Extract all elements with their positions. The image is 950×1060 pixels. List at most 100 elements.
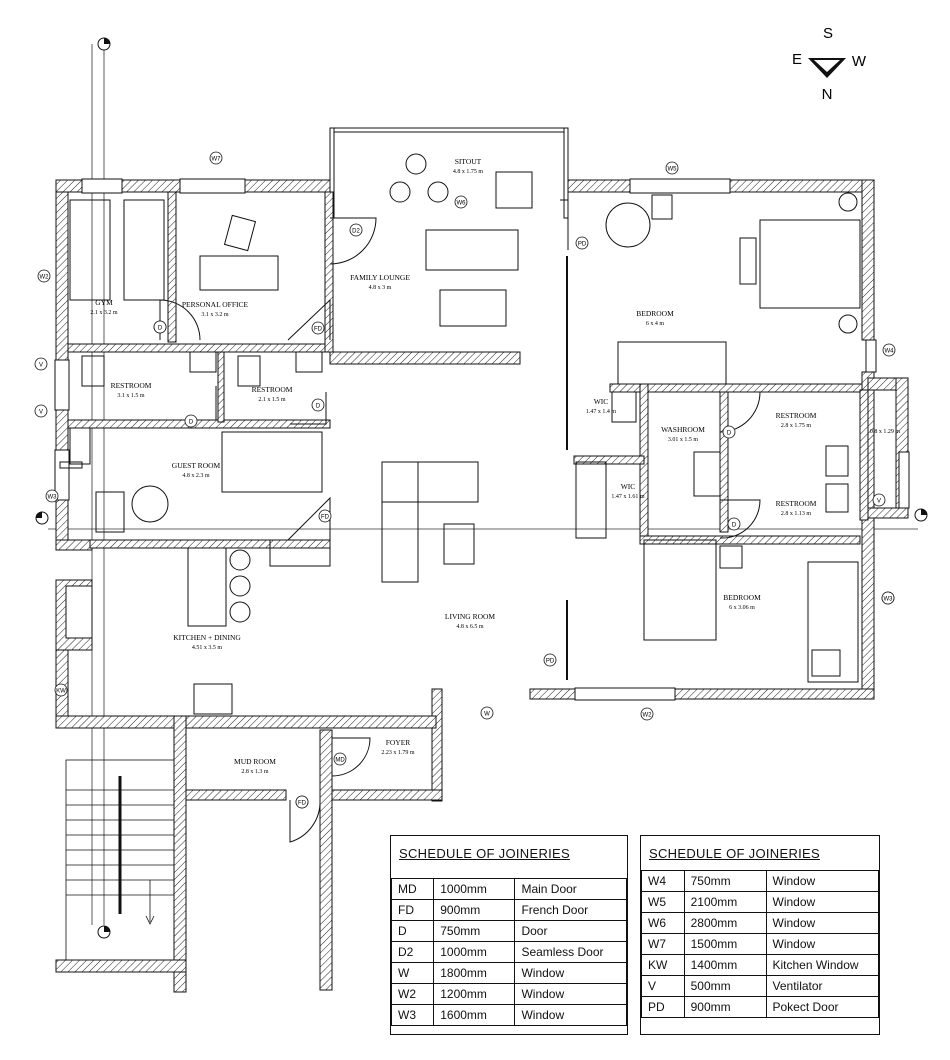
joinery-tag-label: V	[877, 499, 881, 505]
joinery-tag: FD	[318, 509, 332, 523]
schedule-type: Window	[514, 1004, 627, 1026]
room-name: PERSONAL OFFICE	[182, 300, 249, 309]
joinery-tag: PD	[543, 653, 557, 667]
door-swings	[159, 199, 761, 843]
joinery-tag: W7	[209, 151, 223, 165]
joinery-tag: D	[727, 517, 741, 531]
joinery-tag-label: W6	[457, 201, 467, 207]
schedule-width: 1500mm	[683, 933, 767, 955]
joinery-tag-label: FD	[298, 801, 307, 807]
schedule-width: 2100mm	[683, 891, 767, 913]
room-size: 2.8 x 1.75 m	[781, 423, 812, 429]
room-size: 4.8 x 1.75 m	[453, 169, 484, 175]
joinery-tag-label: PD	[546, 659, 555, 665]
schedule-width: 1000mm	[433, 878, 516, 900]
schedule-type: Main Door	[514, 878, 627, 900]
schedule-type: Seamless Door	[514, 941, 627, 963]
joinery-tag: W3	[881, 591, 895, 605]
joinery-tag: W4	[882, 343, 896, 357]
joinery-tag-label: V	[39, 363, 43, 369]
schedule-width: 1200mm	[433, 983, 516, 1005]
schedule-code: V	[641, 975, 685, 997]
schedule-width: 1000mm	[433, 941, 516, 963]
room-size: 2.8 x 1.3 m	[241, 769, 269, 775]
joinery-tag: W2	[37, 269, 51, 283]
joinery-tag-label: W2	[643, 713, 653, 719]
joinery-tag-label: W2	[40, 275, 50, 281]
joinery-tag: W5	[665, 161, 679, 175]
joinery-tag-label: MD	[335, 758, 345, 764]
schedule-type: Pokect Door	[765, 996, 879, 1018]
joinery-tag: D	[311, 398, 325, 412]
room-name: RESTROOM	[111, 381, 152, 390]
joinery-tag-label: D	[732, 523, 737, 529]
schedule-width: 750mm	[433, 920, 516, 942]
joinery-tag-label: D	[727, 431, 732, 437]
schedule-code: KW	[641, 954, 685, 976]
joinery-tag-label: W4	[885, 349, 895, 355]
schedule-right-title: SCHEDULE OF JOINERIES	[649, 846, 820, 861]
compass-s: S	[823, 25, 833, 42]
room-name: SITOUT	[455, 157, 482, 166]
schedule-type: Window	[514, 983, 627, 1005]
schedule-width: 1800mm	[433, 962, 516, 984]
joinery-tag: W6	[454, 195, 468, 209]
joinery-tag: D	[184, 414, 198, 428]
room-name: BEDROOM	[636, 309, 674, 318]
room-size: 2.1 x 1.5 m	[258, 397, 286, 403]
joinery-tags: W7W5W2D2PDFDW6W4VVDDDDFDW3FDPDKWWW2MDFDV…	[34, 151, 896, 809]
room-name: WIC	[621, 482, 636, 491]
room-size: 2.23 x 1.79 m	[381, 750, 415, 756]
joinery-tag: FD	[295, 795, 309, 809]
joinery-tag-label: W3	[884, 597, 894, 603]
schedule-width: 900mm	[683, 996, 767, 1018]
joinery-tag: W	[480, 706, 494, 720]
schedule-code: PD	[641, 996, 685, 1018]
joinery-tag: W3	[45, 489, 59, 503]
schedule-code: D2	[390, 941, 435, 963]
joinery-tag: FD	[311, 321, 325, 335]
schedule-type: Window	[765, 891, 879, 913]
room-size: 3.01 x 1.5 m	[668, 437, 699, 443]
schedule-code: MD	[390, 878, 435, 900]
joinery-tag-label: D	[189, 420, 194, 426]
joinery-tag: D2	[349, 223, 363, 237]
joinery-tag: MD	[333, 752, 347, 766]
joinery-tag: KW	[54, 683, 68, 697]
room-name: RESTROOM	[776, 499, 817, 508]
schedule-width: 1600mm	[433, 1004, 516, 1026]
schedule-code: W6	[641, 912, 685, 934]
schedule-left-title: SCHEDULE OF JOINERIES	[399, 846, 570, 861]
joinery-tag-label: D	[158, 326, 163, 332]
schedule-width: 750mm	[683, 870, 767, 892]
schedule-type: Window	[765, 912, 879, 934]
room-size: 0.8 x 1.29 m	[870, 429, 901, 435]
joinery-tag-label: FD	[321, 515, 330, 521]
room-name: WIC	[594, 397, 609, 406]
joinery-tag: V	[34, 357, 48, 371]
room-name: FOYER	[386, 738, 411, 747]
room-size: 3.1 x 3.2 m	[201, 312, 229, 318]
joinery-tag-label: V	[39, 410, 43, 416]
joinery-tag: V	[872, 493, 886, 507]
room-size: 6 x 3.06 m	[729, 605, 755, 611]
schedule-type: Door	[514, 920, 627, 942]
joinery-tag-label: W	[484, 712, 490, 718]
joinery-tag-label: FD	[314, 327, 323, 333]
room-name: RESTROOM	[252, 385, 293, 394]
joinery-tag-label: PD	[578, 242, 587, 248]
